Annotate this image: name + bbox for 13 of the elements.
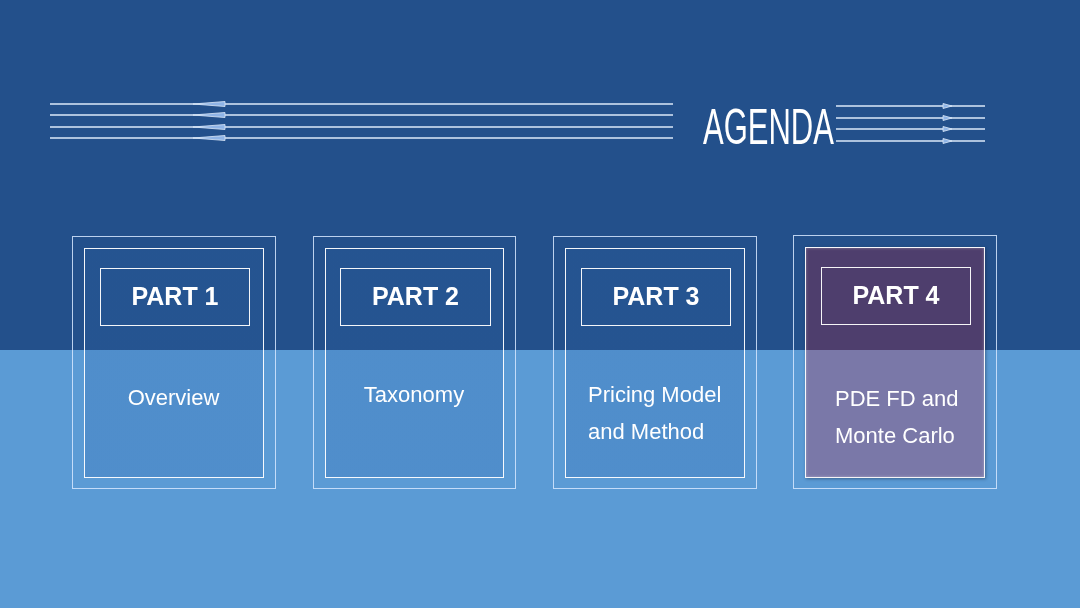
topic-text: Overview	[126, 384, 221, 412]
part-heading: PART 3	[581, 268, 731, 326]
topic-text: Taxonomy	[362, 381, 466, 409]
agenda-card	[553, 236, 757, 489]
topic-text: PDE FD and Monte Carlo	[835, 385, 960, 450]
part-heading: PART 1	[100, 268, 250, 326]
part-heading: PART 2	[340, 268, 491, 326]
part-heading: PART 4	[821, 267, 971, 325]
agenda-card	[313, 236, 516, 489]
agenda-title: AGENDA	[703, 102, 834, 152]
agenda-card	[793, 235, 997, 489]
agenda-card	[72, 236, 276, 489]
topic-text: Pricing Model and Method	[588, 381, 723, 446]
